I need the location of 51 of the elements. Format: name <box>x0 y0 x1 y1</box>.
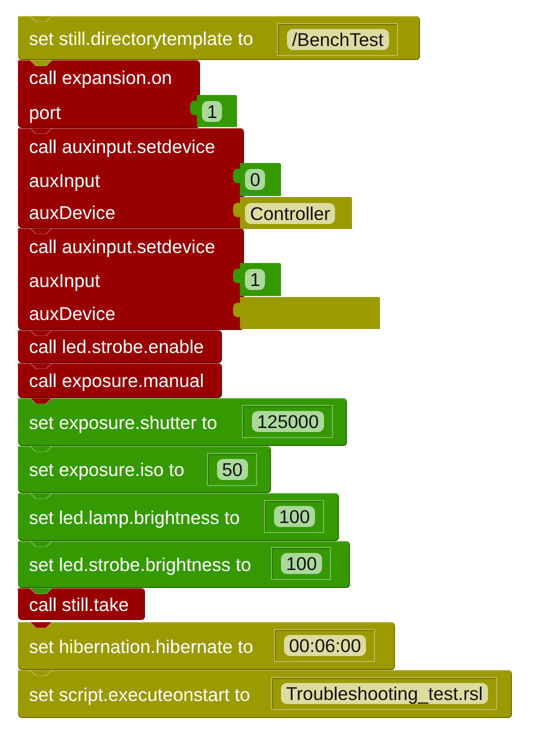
value-field: 50 <box>217 459 248 480</box>
block-label: set exposure.shutter to <box>29 412 218 432</box>
block-label: set led.lamp.brightness to <box>29 506 240 528</box>
statement-block <box>18 60 200 128</box>
value-field: 00:06:00 <box>284 635 366 656</box>
statement-block <box>18 446 271 493</box>
value-field: 125000 <box>252 411 324 432</box>
block-label: call exposure.manual <box>29 370 204 391</box>
statement-block <box>18 588 145 620</box>
value-field: 100 <box>281 553 322 574</box>
value-field: 1 <box>245 269 266 290</box>
input-socket <box>271 547 331 580</box>
parameter-label: port <box>29 102 61 122</box>
block-label: set hibernation.hibernate to <box>29 636 254 656</box>
block-label: set still.directorytemplate to <box>29 28 254 48</box>
value-field: 100 <box>274 506 315 527</box>
block-label: call still.take <box>29 594 129 614</box>
value-field: 1 <box>202 100 222 122</box>
statement-block <box>18 128 244 228</box>
block-label: call auxinput.setdevice <box>29 136 216 156</box>
statement-block <box>18 622 395 670</box>
statement-block <box>18 228 244 330</box>
value-field: Troubleshooting_test.rsl <box>281 683 488 704</box>
block-label: call led.strobe.enable <box>29 336 204 357</box>
input-socket <box>207 453 257 486</box>
value-block <box>232 263 281 296</box>
value-field: 0 <box>245 169 266 190</box>
statement-block <box>18 670 512 718</box>
input-socket <box>277 23 398 56</box>
input-socket <box>271 677 497 710</box>
statement-block <box>18 398 347 446</box>
block-label: set script.executeonstart to <box>29 684 250 704</box>
parameter-label: auxInput <box>29 170 100 190</box>
value-block <box>232 297 380 329</box>
value-field: Controller <box>245 202 336 224</box>
value-block <box>232 197 352 229</box>
block-label: call expansion.on <box>29 66 172 88</box>
input-socket <box>264 500 324 533</box>
value-block <box>232 163 281 196</box>
input-socket <box>274 629 376 662</box>
statement-block <box>18 493 339 541</box>
parameter-label: auxDevice <box>29 302 116 324</box>
statement-block <box>18 541 350 588</box>
block-label: set led.strobe.brightness to <box>29 554 252 575</box>
block-label: call auxinput.setdevice <box>29 236 216 256</box>
input-socket <box>242 405 333 438</box>
parameter-label: auxInput <box>29 270 100 290</box>
parameter-label: auxDevice <box>29 202 116 222</box>
value-field: /BenchTest <box>287 29 389 50</box>
value-block <box>189 95 237 127</box>
block-label: set exposure.iso to <box>29 459 184 480</box>
